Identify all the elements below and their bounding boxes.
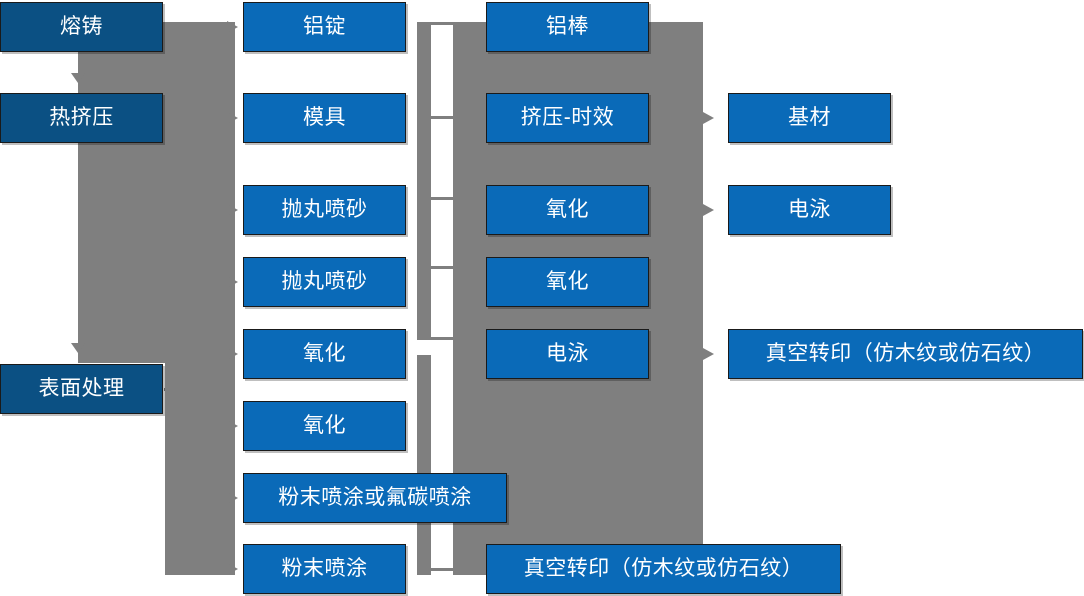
process-b-box-3-label: 氧化 — [546, 198, 589, 222]
output-box-1-label: 基材 — [788, 106, 831, 130]
process-a-box-4[interactable]: 抛丸喷砂 — [243, 257, 406, 307]
connector-tick-1 — [431, 22, 456, 25]
connector-rail-a — [417, 22, 431, 340]
arrow-to-proc-a-2 — [227, 112, 238, 124]
arrow-to-output-1 — [703, 112, 714, 124]
process-b-box-1-label: 铝棒 — [546, 15, 589, 39]
connector-white-gap-mid — [0, 145, 78, 363]
process-a-box-2[interactable]: 模具 — [243, 93, 406, 143]
process-b-box-2-label: 挤压-时效 — [520, 106, 615, 130]
process-a-box-6-label: 氧化 — [303, 414, 346, 438]
process-a-box-1[interactable]: 铝锭 — [243, 2, 406, 52]
process-a-box-5[interactable]: 氧化 — [243, 329, 406, 379]
stage-box-melting[interactable]: 熔铸 — [0, 2, 163, 52]
process-b-box-1[interactable]: 铝棒 — [486, 2, 649, 52]
output-box-1[interactable]: 基材 — [728, 93, 891, 143]
process-a-box-6[interactable]: 氧化 — [243, 401, 406, 451]
output-box-3-label: 真空转印（仿木纹或仿石纹） — [765, 342, 1046, 366]
output-box-2[interactable]: 电泳 — [728, 185, 891, 235]
arrow-to-output-3 — [703, 348, 714, 360]
connector-stub-surface — [164, 388, 180, 391]
process-a-box-5-label: 氧化 — [303, 342, 346, 366]
process-b-box-4[interactable]: 氧化 — [486, 257, 649, 307]
arrow-to-proc-a-8 — [227, 563, 238, 575]
arrow-to-proc-a-5 — [227, 348, 238, 360]
connector-white-gap-lower — [0, 418, 165, 596]
stage-box-melting-label: 熔铸 — [60, 15, 103, 39]
stage-box-extrusion-label: 热挤压 — [49, 106, 114, 130]
process-a-box-8[interactable]: 粉末喷涂 — [243, 544, 406, 594]
process-a-box-7-label: 粉末喷涂或氟碳喷涂 — [278, 486, 472, 510]
process-a-box-3[interactable]: 抛丸喷砂 — [243, 185, 406, 235]
connector-tick-6 — [431, 568, 456, 571]
arrow-to-proc-a-7 — [227, 492, 238, 504]
connector-tick-3 — [431, 197, 456, 200]
stage-box-surface-label: 表面处理 — [38, 377, 125, 401]
connector-tick-2 — [431, 116, 456, 119]
arrow-to-proc-a-4 — [227, 276, 238, 288]
stage-box-surface[interactable]: 表面处理 — [0, 364, 163, 414]
connector-tick-5 — [431, 337, 456, 340]
process-a-box-1-label: 铝锭 — [303, 15, 346, 39]
process-a-box-8-label: 粉末喷涂 — [281, 557, 368, 581]
arrow-down-to-extrusion — [71, 73, 85, 83]
output-box-3[interactable]: 真空转印（仿木纹或仿石纹） — [728, 329, 1083, 379]
process-b-box-5-label: 电泳 — [546, 342, 589, 366]
process-b-box-4-label: 氧化 — [546, 270, 589, 294]
output-box-2-label: 电泳 — [788, 198, 831, 222]
connector-tick-4 — [431, 266, 456, 269]
process-a-box-7[interactable]: 粉末喷涂或氟碳喷涂 — [243, 473, 507, 523]
process-b-box-3[interactable]: 氧化 — [486, 185, 649, 235]
stage-box-extrusion[interactable]: 热挤压 — [0, 93, 163, 143]
process-b-box-6-label: 真空转印（仿木纹或仿石纹） — [523, 557, 804, 581]
arrow-to-proc-a-6 — [227, 420, 238, 432]
arrow-to-proc-a-1 — [227, 21, 238, 33]
process-b-box-6[interactable]: 真空转印（仿木纹或仿石纹） — [486, 544, 841, 594]
arrow-down-to-surface — [71, 343, 85, 353]
connector-notch-top — [0, 53, 78, 93]
process-a-box-2-label: 模具 — [303, 106, 346, 130]
process-a-box-4-label: 抛丸喷砂 — [281, 270, 368, 294]
arrow-to-proc-a-3 — [227, 204, 238, 216]
process-b-box-5[interactable]: 电泳 — [486, 329, 649, 379]
process-b-box-2[interactable]: 挤压-时效 — [486, 93, 649, 143]
arrow-to-output-2 — [703, 204, 714, 216]
connector-rail-a-lower — [417, 355, 431, 575]
process-a-box-3-label: 抛丸喷砂 — [281, 198, 368, 222]
